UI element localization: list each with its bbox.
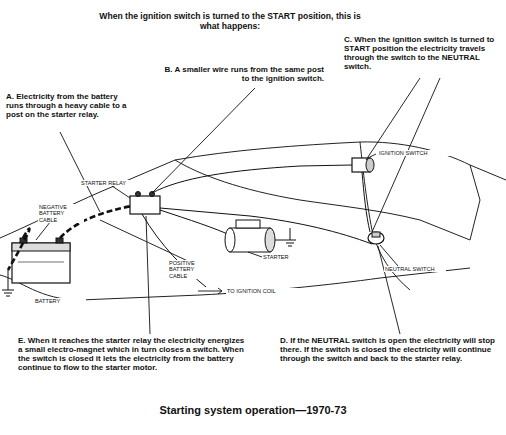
starter-relay-symbol (130, 192, 160, 215)
part-label: BATTERY (34, 298, 86, 304)
ground-symbol (2, 228, 296, 296)
part-label: IGNITION SWITCH (378, 150, 460, 156)
part-label: TO IGNITION COIL (226, 288, 308, 294)
starter-motor-symbol (225, 220, 284, 252)
wires (142, 165, 372, 287)
callout-text: B. A smaller wire runs from the same pos… (158, 66, 324, 84)
caption-text: Starting system operation—1970-73 (103, 404, 403, 416)
title-text: When the ignition switch is turned to th… (95, 12, 365, 31)
callout-text: E. When it reaches the starter relay the… (18, 337, 250, 373)
neutral-switch-symbol (368, 232, 384, 244)
part-label: NEUTRAL SWITCH (384, 266, 446, 272)
part-label: STARTER RELAY (80, 180, 142, 186)
ignition-switch-symbol (352, 158, 374, 172)
callout-text: A. Electricity from the battery runs thr… (6, 93, 134, 120)
callout-text: C. When the ignition switch is turned to… (344, 36, 502, 72)
car-body-outline (0, 142, 506, 300)
callout-text: D. If the NEUTRAL switch is open the ele… (280, 337, 502, 364)
part-label: NEGATIVE BATTERY CABLE (38, 204, 84, 223)
part-label: POSITIVE BATTERY CABLE (168, 260, 214, 279)
part-label: STARTER (262, 254, 304, 260)
